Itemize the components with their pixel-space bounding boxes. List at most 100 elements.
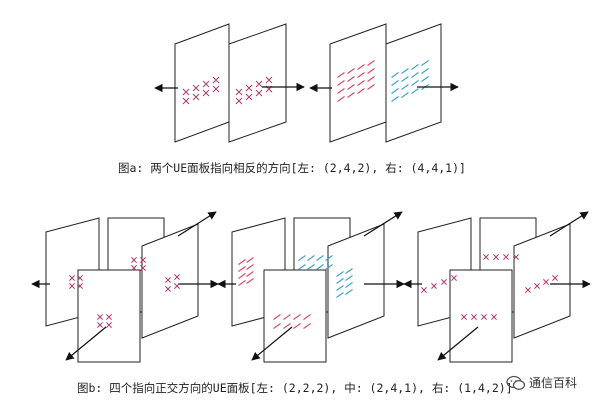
slant-element [246, 271, 254, 277]
slant-element [347, 92, 355, 98]
cross-element [131, 265, 137, 271]
cross-element [69, 275, 75, 281]
slant-element [411, 80, 419, 86]
arrow-up-right [177, 211, 217, 237]
cross-element [431, 283, 437, 289]
cross-element [165, 277, 171, 283]
cross-element [182, 88, 190, 96]
slant-element [246, 278, 254, 284]
slant-element [367, 84, 375, 90]
figure-b-caption: 图b: 四个指向正交方向的UE面板[左: (2,2,2), 中: (2,4,1)… [77, 381, 513, 395]
slant-element [421, 60, 429, 66]
slant-element [303, 323, 311, 329]
slant-element [336, 271, 344, 277]
slant-element [337, 88, 345, 94]
wechat-icon [506, 375, 526, 390]
arrow-up-right [549, 211, 589, 237]
cross-element [174, 274, 180, 280]
slant-element [293, 323, 301, 329]
slant-element [273, 323, 281, 329]
slant-element [345, 268, 353, 274]
slant-element [336, 285, 344, 291]
cross-element [421, 287, 427, 293]
cross-element [235, 97, 243, 105]
slant-element [367, 76, 375, 82]
slant-element [337, 80, 345, 86]
cross-element [245, 93, 253, 101]
slant-element [283, 323, 291, 329]
arrow-down-left [251, 326, 293, 361]
slant-element [303, 314, 311, 320]
slant-element [357, 64, 365, 70]
cross-element [182, 97, 190, 105]
cross-element [97, 314, 103, 320]
slant-element [298, 255, 306, 261]
panel-b-front [77, 269, 141, 363]
slant-element [367, 68, 375, 74]
slant-element [345, 275, 353, 281]
arrow-down-left [65, 326, 107, 361]
slant-element [238, 266, 246, 272]
cross-element [481, 314, 487, 320]
slant-element [307, 264, 315, 270]
slant-element [391, 80, 399, 86]
slant-element [421, 76, 429, 82]
slant-element [238, 280, 246, 286]
slant-element [357, 88, 365, 94]
logo: 通信百科 [506, 374, 577, 391]
slant-element [336, 278, 344, 284]
logo-text: 通信百科 [529, 376, 578, 390]
cross-element [245, 84, 253, 92]
cross-element [131, 257, 137, 263]
cross-element [552, 275, 558, 281]
cross-element [192, 93, 200, 101]
panel-b-front [263, 269, 327, 363]
cross-element [534, 283, 540, 289]
slant-element [293, 314, 301, 320]
slant-element [411, 64, 419, 70]
cross-element [471, 314, 477, 320]
slant-element [238, 273, 246, 279]
cross-element [202, 80, 210, 88]
slant-element [421, 68, 429, 74]
cross-element [503, 254, 509, 260]
slant-element [345, 282, 353, 288]
slant-element [316, 255, 324, 261]
panel-b-front [449, 269, 513, 363]
cross-element [255, 89, 263, 97]
slant-element [401, 92, 409, 98]
cross-element [106, 314, 112, 320]
panel-a2-front [385, 23, 442, 143]
cross-element [255, 80, 263, 88]
slant-element [401, 68, 409, 74]
slant-element [401, 84, 409, 90]
cross-element [77, 283, 83, 289]
slant-element [246, 257, 254, 263]
arrow-down-left [437, 326, 479, 361]
cross-element [140, 257, 146, 263]
slant-element [391, 96, 399, 102]
cross-element [461, 314, 467, 320]
slant-element [337, 72, 345, 78]
cross-element [165, 286, 171, 292]
figure-a-caption: 图a: 两个UE面板指向相反的方向[左: (2,4,2), 右: (4,4,1)… [118, 161, 466, 175]
slant-element [298, 264, 306, 270]
slant-element [401, 76, 409, 82]
cross-element [202, 89, 210, 97]
panel-b-right [327, 223, 385, 339]
slant-element [337, 96, 345, 102]
cross-element [441, 279, 447, 285]
slant-element [316, 264, 324, 270]
slant-element [347, 84, 355, 90]
panel-b-right [513, 223, 571, 339]
slant-element [238, 259, 246, 265]
cross-element [77, 275, 83, 281]
slant-element [246, 264, 254, 270]
slant-element [367, 60, 375, 66]
panel-a2-back [329, 23, 387, 143]
cross-element [491, 314, 497, 320]
cross-element [265, 76, 273, 84]
cross-element [513, 254, 519, 260]
cross-element [525, 287, 531, 293]
cross-element [106, 322, 112, 328]
